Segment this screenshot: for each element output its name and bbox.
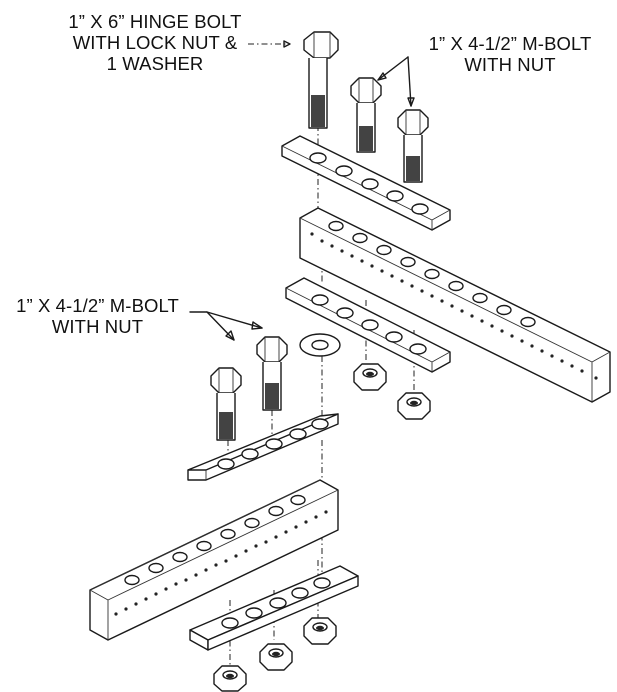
hinge-bolt-label-line-2: WITH LOCK NUT &: [72, 32, 238, 53]
upper-channel: [299, 207, 611, 403]
m-bolt-top-1: [350, 77, 382, 153]
m-bolt-left-1: [210, 367, 242, 441]
bottom-nut-3: [213, 665, 247, 692]
hinge-bolt: [303, 31, 339, 129]
bottom-splice-plate: [189, 565, 359, 651]
m-bolt-top-label-line-2: WITH NUT: [464, 54, 556, 75]
lower-channel: [89, 479, 339, 641]
hinge-bolt-label: 1” X 6” HINGE BOLT WITH LOCK NUT & 1 WAS…: [30, 11, 280, 74]
m-bolt-left-label-line-2: WITH NUT: [51, 316, 144, 337]
bottom-nut-2: [259, 643, 293, 671]
m-bolt-left-2: [256, 336, 288, 411]
bottom-nut-1: [303, 617, 337, 645]
m-bolt-left-leader-1: [189, 311, 235, 341]
m-bolt-top-leader-1: [377, 56, 409, 81]
middle-splice-plate: [285, 277, 451, 373]
top-splice-plate: [281, 135, 451, 231]
upper-nut-1: [353, 363, 387, 391]
m-bolt-top-label-line-1: 1” X 4-1/2” M-BOLT: [428, 33, 592, 54]
upper-channel-side-holes: [310, 232, 598, 380]
hinge-bolt-label-line-1: 1” X 6” HINGE BOLT: [68, 11, 242, 32]
lower-top-splice-plate: [187, 413, 339, 481]
m-bolt-top-label: 1” X 4-1/2” M-BOLT WITH NUT: [410, 33, 610, 75]
m-bolt-left-label: 1” X 4-1/2” M-BOLT WITH NUT: [0, 295, 195, 337]
hinge-bolt-leader-arrow: [283, 40, 291, 48]
hinge-bolt-label-line-3: 1 WASHER: [106, 53, 204, 74]
upper-nut-2: [397, 392, 431, 420]
hinge-bolt-thread: [311, 95, 325, 127]
m-bolt-left-label-line-1: 1” X 4-1/2” M-BOLT: [16, 295, 179, 316]
leader-lines: [189, 40, 415, 341]
lower-channel-side-holes: [114, 510, 328, 616]
m-bolt-top-2: [397, 109, 429, 183]
washer: [299, 333, 341, 357]
